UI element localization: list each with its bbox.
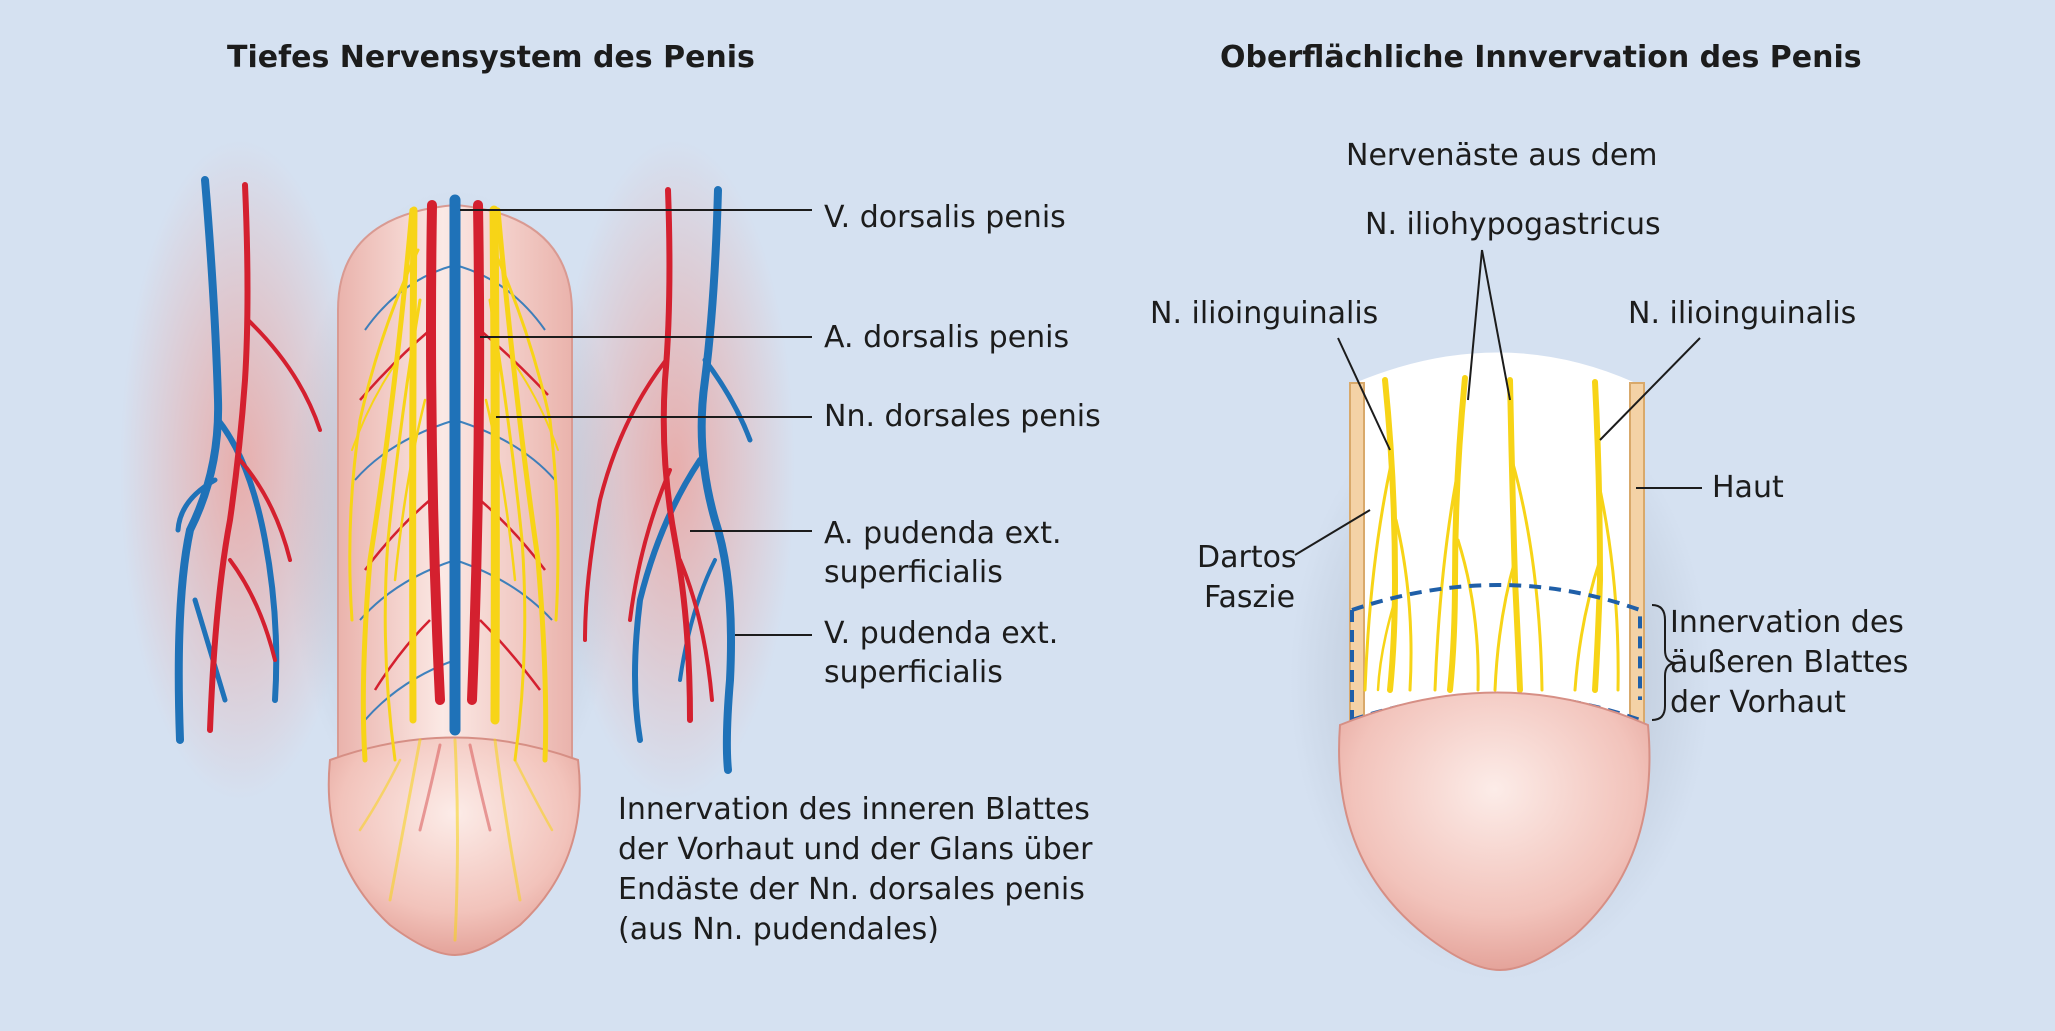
caption-line-4: (aus Nn. pudendales) <box>618 912 939 947</box>
label-iliohypogastricus: N. iliohypogastricus <box>1365 207 1661 242</box>
right-leader-lines <box>1294 249 1702 721</box>
label-haut: Haut <box>1712 470 1784 505</box>
glans <box>327 736 581 957</box>
a-dorsalis-left <box>426 200 445 705</box>
label-dartos: Dartos <box>1197 540 1297 575</box>
right-external-artery <box>660 187 693 723</box>
label-ilioinguinalis-right: N. ilioinguinalis <box>1628 296 1857 331</box>
nn-dorsales-left <box>409 206 418 724</box>
label-a-dorsalis-penis: A. dorsalis penis <box>824 320 1070 355</box>
label-innervation-line3: der Vorhaut <box>1670 685 1846 720</box>
label-a-pudenda-line2: superficialis <box>824 555 1003 590</box>
cut-surface <box>1350 352 1640 720</box>
iliohypogastricus-nerve-1 <box>1447 375 1468 693</box>
label-v-pudenda-line2: superficialis <box>824 655 1003 690</box>
left-leader-lines <box>460 209 812 636</box>
right-illustration <box>1290 352 1710 980</box>
caption-line-3: Endäste der Nn. dorsales penis <box>618 872 1085 907</box>
caption-line-2: der Vorhaut und der Glans über <box>618 832 1093 867</box>
left-title: Tiefes Nervensystem des Penis <box>227 40 755 75</box>
label-nn-dorsales-penis: Nn. dorsales penis <box>824 399 1101 434</box>
innervation-brace <box>1651 604 1676 721</box>
left-external-artery <box>207 182 251 733</box>
nn-dorsales-right <box>489 205 500 725</box>
label-nervenaeste: Nervenäste aus dem <box>1346 138 1658 173</box>
label-innervation-line1: Innervation des <box>1670 605 1904 640</box>
label-a-pudenda-line1: A. pudenda ext. <box>824 516 1062 551</box>
right-title: Oberflächliche Innvervation des Penis <box>1220 40 1862 75</box>
ilioinguinalis-right-nerve <box>1592 379 1604 693</box>
label-v-dorsalis-penis: V. dorsalis penis <box>824 200 1066 235</box>
ilioinguinalis-left-nerve <box>1382 377 1399 693</box>
label-faszie: Faszie <box>1204 580 1296 615</box>
left-external-vein <box>174 176 223 744</box>
right-glans <box>1338 691 1651 972</box>
label-ilioinguinalis-left: N. ilioinguinalis <box>1150 296 1379 331</box>
right-external-vein <box>697 186 735 774</box>
label-innervation-line2: äußeren Blattes <box>1670 645 1909 680</box>
a-dorsalis-right <box>467 200 485 705</box>
caption-line-1: Innervation des inneren Blattes <box>618 792 1090 827</box>
label-v-pudenda-line1: V. pudenda ext. <box>824 616 1059 651</box>
